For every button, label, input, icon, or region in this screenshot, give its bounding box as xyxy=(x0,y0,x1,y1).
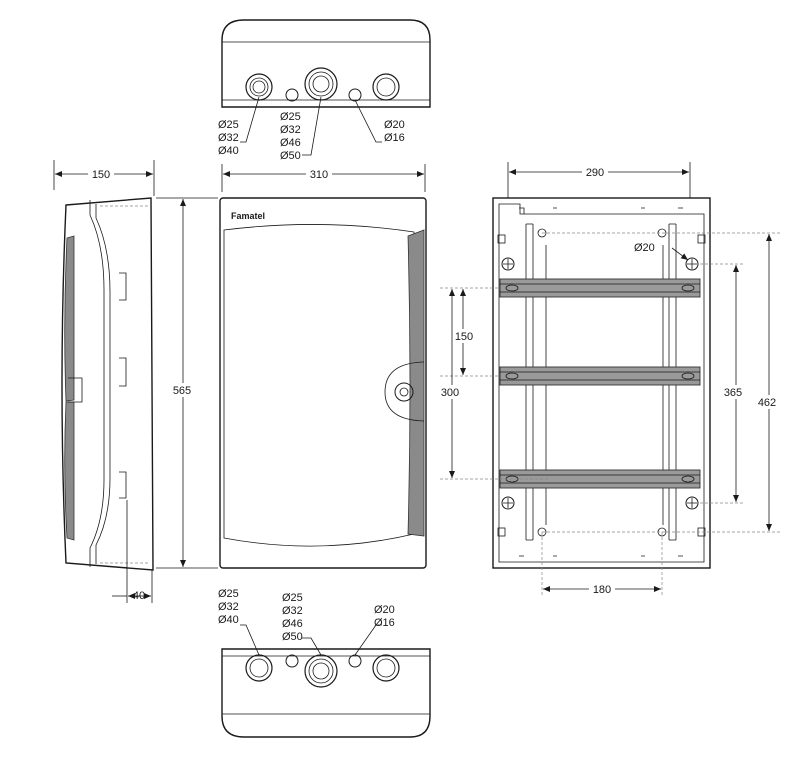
width-dimension: 310 xyxy=(310,169,328,181)
mount-hole-top-right xyxy=(685,257,699,271)
brand-logo-text: Famatel xyxy=(231,211,265,221)
mount-hole-top-left xyxy=(501,257,515,271)
din-rail-3 xyxy=(499,469,701,489)
rail-span-dimension: 300 xyxy=(441,387,459,399)
top-label-32-a: Ø32 xyxy=(218,132,239,144)
side-view: 150 40 xyxy=(53,160,155,603)
rail-width-dimension: 290 xyxy=(586,167,604,179)
bottom-label-32-b: Ø32 xyxy=(282,605,303,617)
bottom-knockout-40-right xyxy=(372,654,400,682)
top-knockout-small-1 xyxy=(285,88,299,102)
din-rail-1 xyxy=(499,278,701,298)
din-rail-2 xyxy=(499,366,701,386)
top-label-25-b: Ø25 xyxy=(280,111,301,123)
bottom-knockout-50 xyxy=(304,654,338,688)
bottom-label-16-c: Ø16 xyxy=(374,617,395,629)
top-view: Ø25 Ø32 Ø40 Ø25 Ø32 Ø46 Ø50 Ø20 Ø16 xyxy=(218,19,431,162)
interior-dimensions: 150 300 365 462 180 xyxy=(440,234,780,596)
bottom-knockout-40 xyxy=(245,654,273,682)
depth-dimension: 150 xyxy=(92,169,110,181)
top-label-50-b: Ø50 xyxy=(280,150,301,162)
bottom-label-40-a: Ø40 xyxy=(218,614,239,626)
front-view: 310 565 Famatel xyxy=(156,164,427,569)
door-lock-handle[interactable] xyxy=(384,361,425,422)
bottom-knockout-small-2 xyxy=(348,654,362,668)
mount-hole-bottom-right xyxy=(685,496,699,510)
rail-spacing-dimension: 150 xyxy=(455,331,473,343)
top-label-40-a: Ø40 xyxy=(218,145,239,157)
top-label-16-c: Ø16 xyxy=(384,132,405,144)
rail-depth-dimension: 40 xyxy=(133,590,145,602)
top-knockout-40 xyxy=(245,73,273,101)
bottom-label-20-c: Ø20 xyxy=(374,604,395,616)
top-label-32-b: Ø32 xyxy=(280,124,301,136)
top-knockout-40-right xyxy=(372,73,400,101)
mount-horizontal-dimension: 180 xyxy=(593,584,611,596)
top-label-20-c: Ø20 xyxy=(384,119,405,131)
height-dimension: 565 xyxy=(173,385,191,397)
bottom-label-50-b: Ø50 xyxy=(282,631,303,643)
top-label-46-b: Ø46 xyxy=(280,137,301,149)
bottom-label-46-b: Ø46 xyxy=(282,618,303,630)
back-hole-label: Ø20 xyxy=(634,242,655,254)
interior-view: 290 xyxy=(440,162,780,596)
bottom-label-25-b: Ø25 xyxy=(282,592,303,604)
bottom-label-32-a: Ø32 xyxy=(218,601,239,613)
bottom-label-25-a: Ø25 xyxy=(218,588,239,600)
top-knockout-small-2 xyxy=(348,88,362,102)
bottom-knockout-small-1 xyxy=(285,654,299,668)
mount-vertical-dimension: 365 xyxy=(724,387,742,399)
bottom-view: Ø25 Ø32 Ø40 Ø25 Ø32 Ø46 Ø50 Ø20 Ø16 xyxy=(218,588,431,738)
top-knockout-50 xyxy=(304,67,338,101)
mount-hole-bottom-left xyxy=(501,496,515,510)
mount-height-dimension: 462 xyxy=(758,397,776,409)
top-label-25-a: Ø25 xyxy=(218,119,239,131)
